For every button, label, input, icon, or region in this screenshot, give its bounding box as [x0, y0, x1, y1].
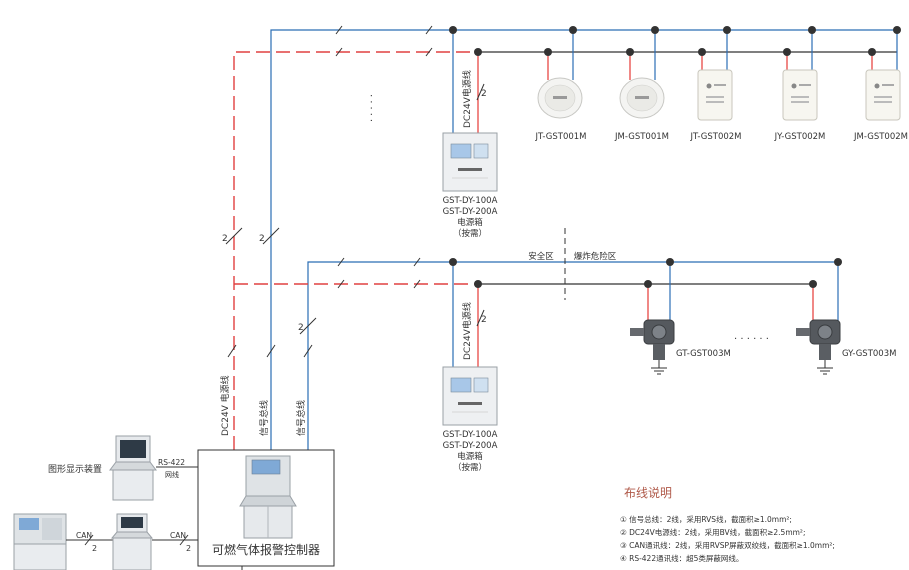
wiring-legend: ① 信号总线：2线，采用RVS线，截面积≥1.0mm²; ② DC24V电源线：…: [620, 513, 835, 565]
mid-psu-text-2: GST-DY-200A: [443, 441, 498, 451]
signal-bus-label-2: 信号总线: [295, 400, 307, 436]
left-red-wire-count: 2: [222, 234, 228, 244]
top-psu-box: [442, 132, 498, 192]
mid-device-label-1: GT-GST003M: [676, 349, 731, 359]
mid-psu-text-4: （按需）: [453, 462, 487, 473]
top-device-label-2: JM-GST001M: [614, 132, 669, 142]
second-controller-cabinet-icon: [110, 513, 154, 570]
dc24v-vertical-label: DC24V 电源线: [219, 375, 231, 436]
mid-signal-bus: [307, 261, 838, 450]
top-ellipsis: ·····: [367, 91, 378, 122]
wiring-legend-title: 布线说明: [624, 486, 673, 500]
can-wire-count-right: 2: [186, 544, 191, 553]
can-label-right: CAN: [170, 531, 186, 540]
safe-zone-label: 安全区: [528, 251, 554, 262]
explosion-proof-detector-icon: [630, 319, 675, 375]
hazard-zone-label: 爆炸危险区: [574, 251, 617, 262]
graphic-display-icon: [109, 435, 157, 501]
legend-item: ③ CAN通讯线：2线，采用RVSP屏蔽双绞线，截面积≥1.0mm²;: [620, 541, 835, 550]
mid-psu-box: [442, 366, 498, 426]
graphic-display-label: 图形显示装置: [48, 463, 102, 475]
round-detector-icon: [537, 77, 583, 119]
top-device-label-5: JM-GST002M: [853, 132, 908, 142]
top-psu-line-label: DC24V电源线: [461, 70, 473, 128]
top-device-label-4: JY-GST002M: [774, 132, 826, 142]
wall-detector-icon: [865, 69, 901, 121]
top-device-label-3: JT-GST002M: [689, 132, 741, 142]
explosion-proof-detector-icon: [796, 319, 841, 375]
fire-alarm-cabinet-icon: [13, 513, 67, 570]
can-wire-count-left: 2: [92, 544, 97, 553]
mid-psu-wire-count: 2: [481, 315, 487, 325]
round-detector-icon: [619, 77, 665, 119]
rs422-label: RS-422: [158, 458, 185, 467]
top-device-label-1: JT-GST001M: [534, 132, 586, 142]
mid-psu-text-3: 电源箱: [457, 451, 483, 462]
legend-item: ① 信号总线：2线，采用RVS线，截面积≥1.0mm²;: [620, 515, 792, 524]
top-psu-text-4: （按需）: [453, 228, 487, 239]
mid-ellipsis: · · · · · ·: [734, 334, 769, 345]
top-psu-wire-count: 2: [481, 89, 487, 99]
rs422-sub-label: 网线: [165, 470, 179, 479]
mid-nodes: [449, 258, 842, 288]
top-nodes: [449, 26, 901, 56]
controller-title: 可燃气体报警控制器: [212, 542, 320, 557]
mid-blue-wire-count: 2: [298, 323, 304, 333]
mid-device-label-2: GY-GST003M: [842, 349, 896, 359]
top-psu-text-2: GST-DY-200A: [443, 207, 498, 217]
can-label-left: CAN: [76, 531, 92, 540]
top-psu-text-1: GST-DY-100A: [443, 196, 498, 206]
legend-item: ② DC24V电源线：2线，采用BV线，截面积≥2.5mm²;: [620, 528, 806, 537]
top-psu-text-3: 电源箱: [457, 217, 483, 228]
top-signal-bus: [270, 29, 897, 450]
legend-item: ④ RS-422通讯线：超5类屏蔽网线。: [620, 554, 744, 563]
wall-detector-icon: [697, 69, 733, 121]
mid-psu-text-1: GST-DY-100A: [443, 430, 498, 440]
mid-psu-line-label: DC24V电源线: [461, 302, 473, 360]
left-blue-wire-count: 2: [259, 234, 265, 244]
wall-detector-icon: [782, 69, 818, 121]
signal-bus-label-1: 信号总线: [258, 400, 270, 436]
controller-box: [197, 449, 335, 567]
top-power-dashed: [233, 51, 478, 450]
